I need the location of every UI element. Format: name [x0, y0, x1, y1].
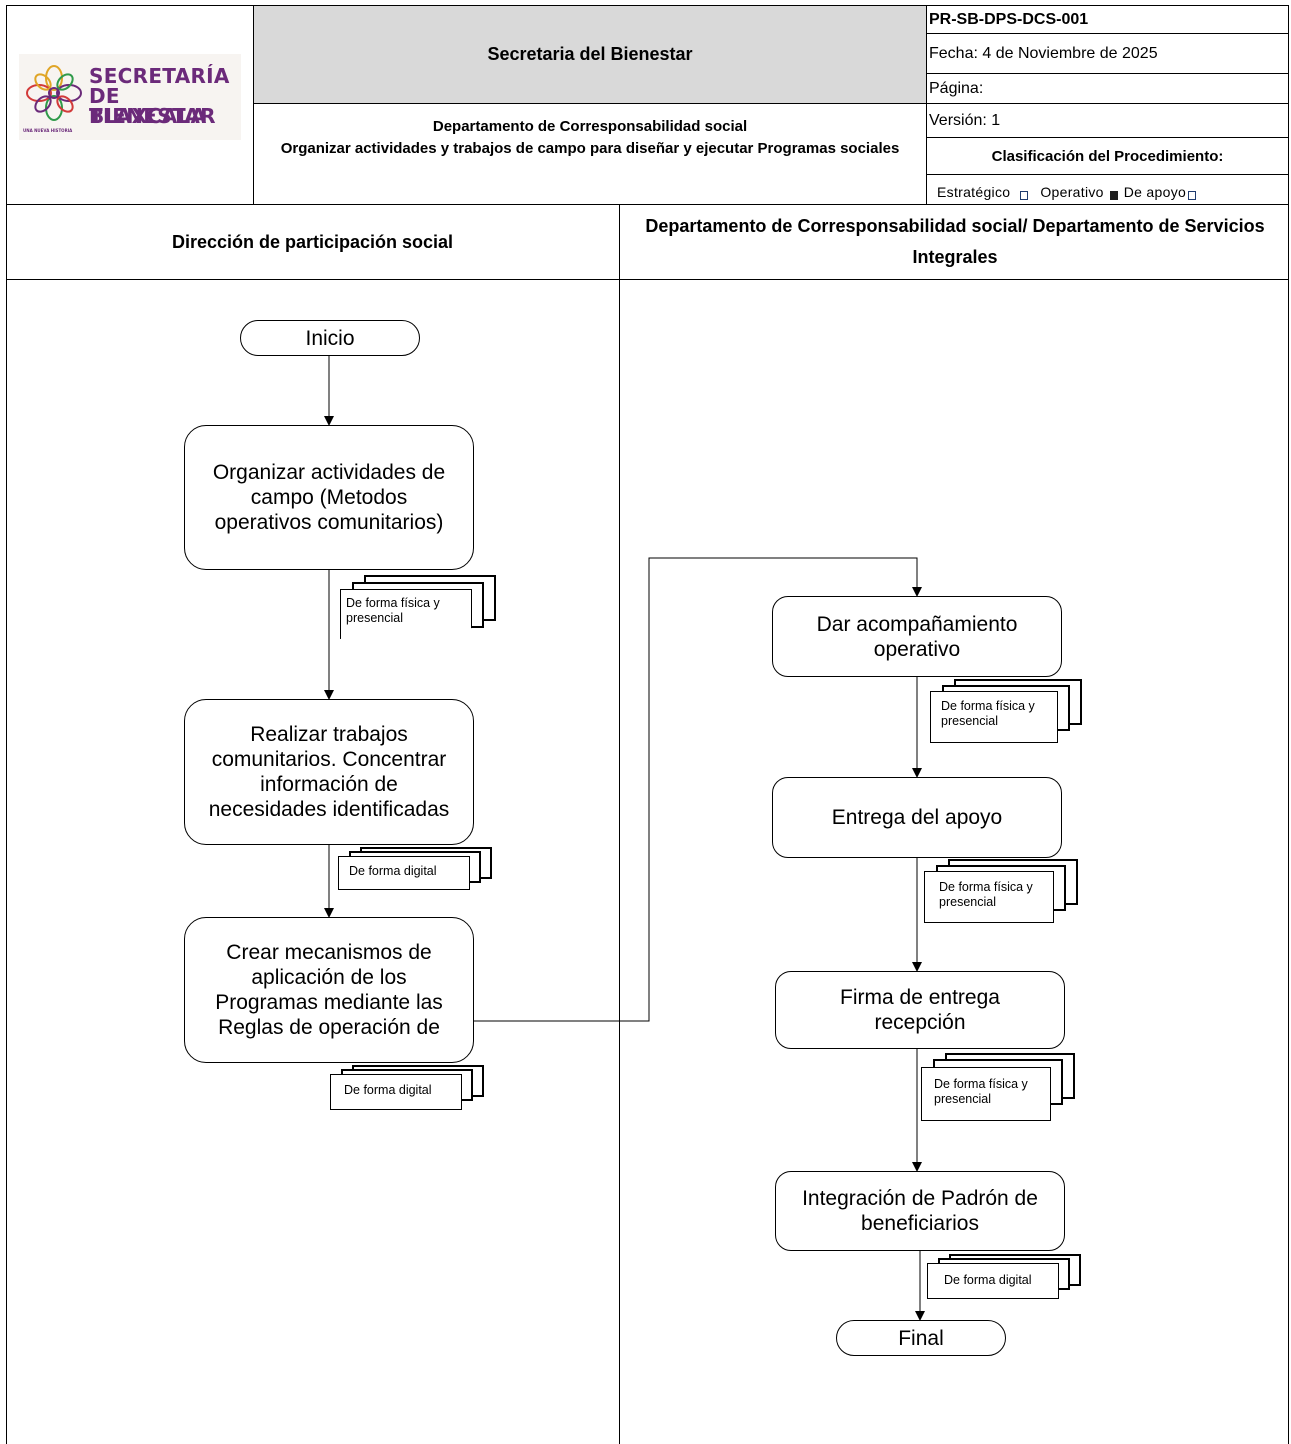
document-label: De forma física y presencial [924, 871, 1054, 923]
process-step: Firma de entrega recepción [775, 971, 1065, 1049]
option-estrategico-checkbox[interactable] [1020, 191, 1029, 200]
department-name: Departamento de Corresponsabilidad socia… [432, 118, 748, 135]
arrow-step3-to-right-lane [474, 557, 922, 1022]
document-label: De forma digital [927, 1263, 1059, 1299]
document-stack: De forma digital [330, 1065, 490, 1111]
start-terminator: Inicio [240, 320, 420, 356]
process-step: Integración de Padrón de beneficiarios [775, 1171, 1065, 1251]
document-label: De forma física y presencial [930, 691, 1058, 743]
option-operativo-checkbox[interactable] [1109, 191, 1118, 200]
document-label: De forma digital [338, 856, 470, 890]
process-step: Organizar actividades de campo (Metodos … [184, 425, 474, 570]
header-table: SECRETARÍA DE BIENESTAR TLAXCALA UNA NUE… [6, 5, 1289, 205]
document-stack: De forma física y presencial [930, 679, 1090, 745]
document-label: De forma física y presencial [340, 589, 472, 639]
document-stack: De forma física y presencial [924, 859, 1084, 925]
document-stack: De forma física y presencial [921, 1053, 1081, 1123]
procedure-name: Organizar actividades y trabajos de camp… [280, 140, 900, 157]
document-label: De forma digital [330, 1074, 462, 1110]
lane-header-bottom-line [6, 279, 1289, 280]
logo-line-2: DE BIENESTAR [89, 84, 216, 128]
option-operativo-label: Operativo [1040, 184, 1104, 200]
document-stack: De forma digital [927, 1254, 1087, 1300]
logo-line-1: SECRETARÍA [89, 64, 230, 88]
flower-emblem-icon [26, 65, 82, 121]
document-stack: De forma física y presencial [340, 575, 500, 641]
classification-options: Estratégico Operativo De apoyo [926, 174, 1289, 205]
logo: SECRETARÍA DE BIENESTAR TLAXCALA UNA NUE… [19, 54, 241, 140]
lane-title-right: Departamento de Corresponsabilidad socia… [645, 216, 1265, 267]
process-step: Realizar trabajos comunitarios. Concentr… [184, 699, 474, 845]
logo-tagline: UNA NUEVA HISTORIA [23, 128, 73, 133]
option-de-apoyo-checkbox[interactable] [1188, 191, 1197, 200]
department-cell: Departamento de Corresponsabilidad socia… [253, 103, 927, 205]
process-step: Crear mecanismos de aplicación de los Pr… [184, 917, 474, 1063]
logo-cell: SECRETARÍA DE BIENESTAR TLAXCALA UNA NUE… [6, 5, 254, 205]
document-stack: De forma digital [338, 847, 498, 891]
process-step: Entrega del apoyo [772, 777, 1062, 858]
process-step: Dar acompañamiento operativo [772, 596, 1062, 677]
organization-title: Secretaria del Bienestar [253, 5, 927, 104]
end-terminator: Final [836, 1320, 1006, 1356]
swimlane-frame [6, 204, 1289, 1444]
lane-title-left: Dirección de participación social [171, 231, 454, 252]
logo-line-3: TLAXCALA [89, 104, 207, 128]
option-de-apoyo-label: De apoyo [1123, 184, 1187, 200]
lane-divider [619, 204, 620, 1444]
option-estrategico-label: Estratégico [937, 184, 1011, 200]
document-label: De forma física y presencial [921, 1067, 1051, 1121]
